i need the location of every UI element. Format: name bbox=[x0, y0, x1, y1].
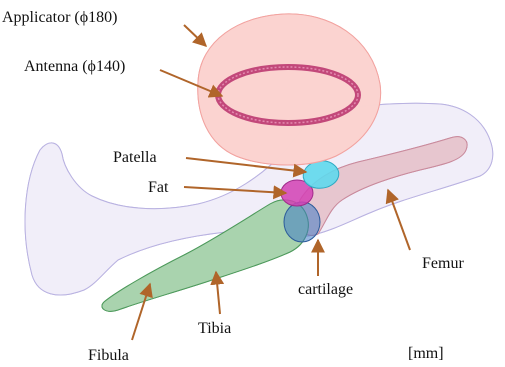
patella-label: Patella bbox=[113, 149, 157, 166]
antenna-label: Antenna (ϕ140) bbox=[24, 58, 125, 75]
applicator-arrow bbox=[184, 25, 206, 46]
applicator-label: Applicator (ϕ180) bbox=[2, 9, 118, 26]
cartilage-tissue bbox=[284, 202, 320, 242]
fibula-label: Fibula bbox=[88, 347, 129, 364]
femur-label: Femur bbox=[422, 255, 464, 272]
fat-label: Fat bbox=[148, 179, 169, 196]
cartilage-label: cartilage bbox=[298, 281, 353, 298]
patella-bone bbox=[303, 161, 339, 189]
applicator-dome bbox=[198, 14, 381, 165]
tibia-label: Tibia bbox=[198, 320, 231, 337]
unit-label: [mm] bbox=[408, 345, 444, 362]
